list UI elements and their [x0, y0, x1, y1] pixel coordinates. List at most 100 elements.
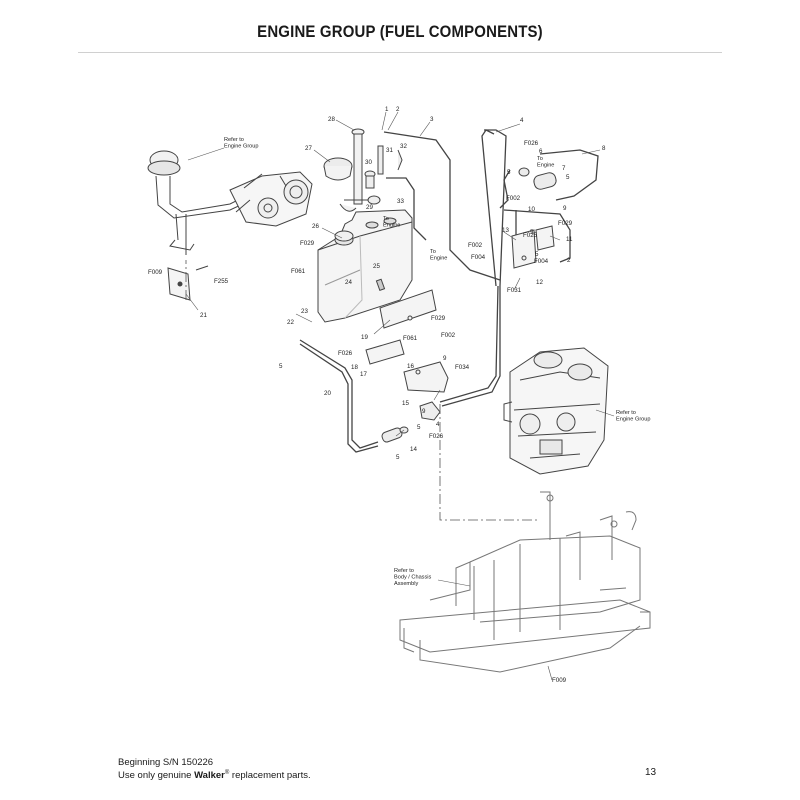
callout-7: 7 — [562, 165, 566, 172]
callout-29: 29 — [366, 204, 373, 211]
callout-f002-c: F002 — [468, 242, 483, 249]
callout-25: 25 — [373, 263, 380, 270]
note-to-engine-3-line2: Engine — [537, 163, 554, 169]
genuine-parts-note: Use only genuine Walker® replacement par… — [118, 768, 311, 781]
callout-23: 23 — [301, 308, 308, 315]
callout-f029-c: F029 — [558, 220, 573, 227]
leader-lines — [185, 111, 615, 681]
callout-1: 1 — [385, 106, 389, 113]
callout-f025: F025 — [523, 232, 538, 239]
callout-f026-c: F026 — [524, 140, 539, 147]
callout-f004-b: F004 — [534, 258, 549, 265]
note-refer-body: Refer to Body / Chassis Assembly — [394, 568, 433, 587]
note-refer-engine-1-line2: Engine Group — [224, 144, 259, 150]
callout-5-c: 5 — [396, 454, 400, 461]
brackets-16-19 — [365, 289, 449, 393]
callout-18: 18 — [351, 364, 358, 371]
reference-lines — [185, 260, 538, 521]
callout-f002: F002 — [441, 332, 456, 339]
callout-f061: F061 — [291, 268, 306, 275]
callout-12: 12 — [536, 279, 543, 286]
mounting-plate-21 — [167, 265, 209, 301]
note-refer-engine-1-line1: Refer to — [224, 137, 244, 143]
callout-14: 14 — [410, 446, 417, 453]
callout-31: 31 — [386, 147, 393, 154]
genuine-parts-suffix: replacement parts. — [229, 770, 311, 782]
callout-2: 2 — [396, 106, 400, 113]
callout-9-b: 9 — [422, 408, 426, 415]
note-refer-engine-2-line2: Engine Group — [616, 417, 651, 423]
callout-f002-b: F002 — [506, 195, 521, 202]
callout-f031: F031 — [507, 287, 522, 294]
note-to-engine-2-line2: Engine — [430, 256, 447, 262]
reference-notes: To Engine To Engine To Engine Refer to E… — [224, 137, 651, 587]
note-to-engine-2: To Engine — [430, 249, 447, 262]
callout-27: 27 — [305, 145, 312, 152]
serial-number-note: Beginning S/N 150226 — [118, 757, 214, 768]
callout-9-c: 9 — [563, 205, 567, 212]
registered-mark: ® — [224, 770, 230, 776]
fuel-filter-14 — [381, 426, 409, 443]
callout-f009-b: F009 — [552, 677, 567, 684]
callout-f029-b: F029 — [431, 315, 446, 322]
fittings-29-33 — [364, 145, 403, 205]
callout-8: 8 — [602, 145, 606, 152]
callout-19: 19 — [361, 334, 368, 341]
page-number: 13 — [645, 767, 657, 778]
callout-f034: F034 — [455, 364, 470, 371]
fuel-lines — [299, 129, 599, 453]
note-to-engine-2-line1: To — [430, 249, 436, 255]
title-rule — [78, 52, 722, 53]
note-refer-engine-2-line1: Refer to — [616, 410, 636, 416]
fuel-filter-7 — [518, 167, 557, 190]
callout-f029: F029 — [300, 240, 315, 247]
note-refer-engine-2: Refer to Engine Group — [616, 410, 651, 423]
note-to-engine-1-line2: Engine — [383, 223, 400, 229]
callout-5-g: 5 — [535, 251, 539, 258]
callout-f004: F004 — [471, 254, 486, 261]
note-refer-engine-1: Refer to Engine Group — [224, 137, 259, 150]
callout-28: 28 — [328, 116, 335, 123]
note-refer-body-line2: Body / Chassis — [394, 575, 432, 581]
engine-block — [503, 347, 609, 475]
callout-20: 20 — [324, 390, 331, 397]
callout-4-b: 4 — [436, 421, 440, 428]
callout-4: 4 — [520, 117, 524, 124]
footer-notes: Beginning S/N 150226 Use only genuine Wa… — [118, 757, 311, 781]
fuel-sender-28 — [339, 128, 368, 212]
callout-33: 33 — [397, 198, 404, 205]
callout-13: 13 — [502, 227, 509, 234]
callout-30: 30 — [365, 159, 372, 166]
brand-name: Walker — [194, 770, 225, 782]
callout-11: 11 — [566, 236, 573, 243]
bracket-13 — [511, 225, 555, 269]
note-refer-body-line3: Assembly — [394, 581, 418, 587]
callout-22: 22 — [287, 319, 294, 326]
callout-21: 21 — [200, 312, 207, 319]
callout-3: 3 — [430, 116, 434, 123]
callout-labels: 1 2 3 4 28 27 30 31 32 29 33 26 F029 F06… — [148, 106, 606, 684]
callout-5-d: 5 — [507, 169, 511, 176]
genuine-parts-prefix: Use only genuine — [118, 770, 195, 782]
callout-16: 16 — [407, 363, 414, 370]
callout-10: 10 — [528, 206, 535, 213]
note-to-engine-3-line1: To — [537, 156, 543, 162]
callout-2-b: 2 — [567, 257, 571, 264]
callout-f255: F255 — [214, 278, 229, 285]
note-refer-body-line1: Refer to — [394, 568, 414, 574]
pump-15 — [419, 401, 441, 421]
note-to-engine-1-line1: To — [383, 216, 389, 222]
callout-5-b: 5 — [417, 424, 421, 431]
callout-5-f: 5 — [530, 229, 534, 236]
fuel-cap-27 — [323, 157, 353, 181]
note-to-engine-1: To Engine — [383, 216, 400, 229]
callout-15: 15 — [402, 400, 409, 407]
callout-f061-b: F061 — [403, 335, 418, 342]
callout-17: 17 — [360, 371, 367, 378]
callout-f026-b: F026 — [429, 433, 444, 440]
callout-5-e: 5 — [566, 174, 570, 181]
callout-26: 26 — [312, 223, 319, 230]
callout-5: 5 — [279, 363, 283, 370]
chassis-frame — [399, 491, 651, 673]
